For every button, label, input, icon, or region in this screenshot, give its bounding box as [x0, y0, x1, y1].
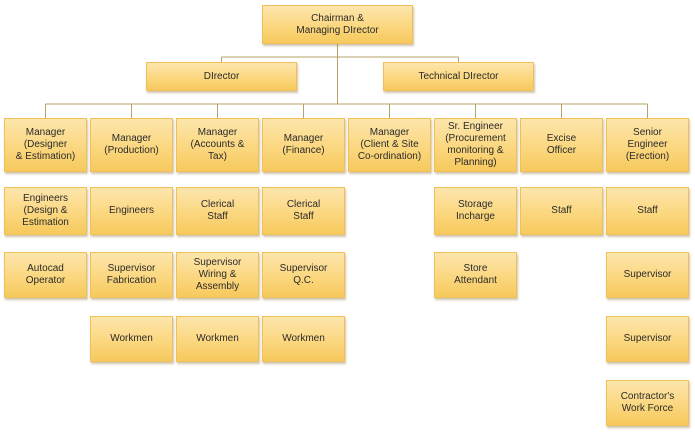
storage-incharge-box: Storage Incharge [434, 187, 517, 235]
connector-directors-managers [45, 57, 648, 118]
technical-director-box: Technical DIrector [383, 62, 534, 91]
manager-production-box: Manager (Production) [90, 118, 173, 172]
staff-erection-box: Staff [606, 187, 689, 235]
senior-engineer-box: Senior Engineer (Erection) [606, 118, 689, 172]
manager-design-box: Manager (Designer & Estimation) [4, 118, 87, 172]
engineers-production-box: Engineers [90, 187, 173, 235]
director-box: DIrector [146, 62, 297, 91]
workmen-production-box: Workmen [90, 316, 173, 362]
clerical-staff-accounts-box: Clerical Staff [176, 187, 259, 235]
manager-client-box: Manager (Client & Site Co-ordination) [348, 118, 431, 172]
autocad-operator-box: Autocad Operator [4, 252, 87, 298]
supervisor-wiring-box: Supervisor Wiring & Assembly [176, 252, 259, 298]
supervisor-qc-box: Supervisor Q.C. [262, 252, 345, 298]
manager-finance-box: Manager (Finance) [262, 118, 345, 172]
supervisor-fabrication-box: Supervisor Fabrication [90, 252, 173, 298]
connector-chairman-directors [221, 44, 459, 62]
workmen-finance-box: Workmen [262, 316, 345, 362]
excise-officer-box: Excise Officer [520, 118, 603, 172]
engineers-design-box: Engineers (Design & Estimation [4, 187, 87, 235]
contractors-work-force-box: Contractor's Work Force [606, 380, 689, 426]
manager-accounts-box: Manager (Accounts & Tax) [176, 118, 259, 172]
supervisor-erection-2-box: Supervisor [606, 316, 689, 362]
store-attendant-box: Store Attendant [434, 252, 517, 298]
workmen-accounts-box: Workmen [176, 316, 259, 362]
chairman-box: Chairman & Managing DIrector [262, 5, 413, 44]
clerical-staff-finance-box: Clerical Staff [262, 187, 345, 235]
sr-engineer-box: Sr. Engineer (Procurement monitoring & P… [434, 118, 517, 172]
staff-excise-box: Staff [520, 187, 603, 235]
supervisor-erection-1-box: Supervisor [606, 252, 689, 298]
